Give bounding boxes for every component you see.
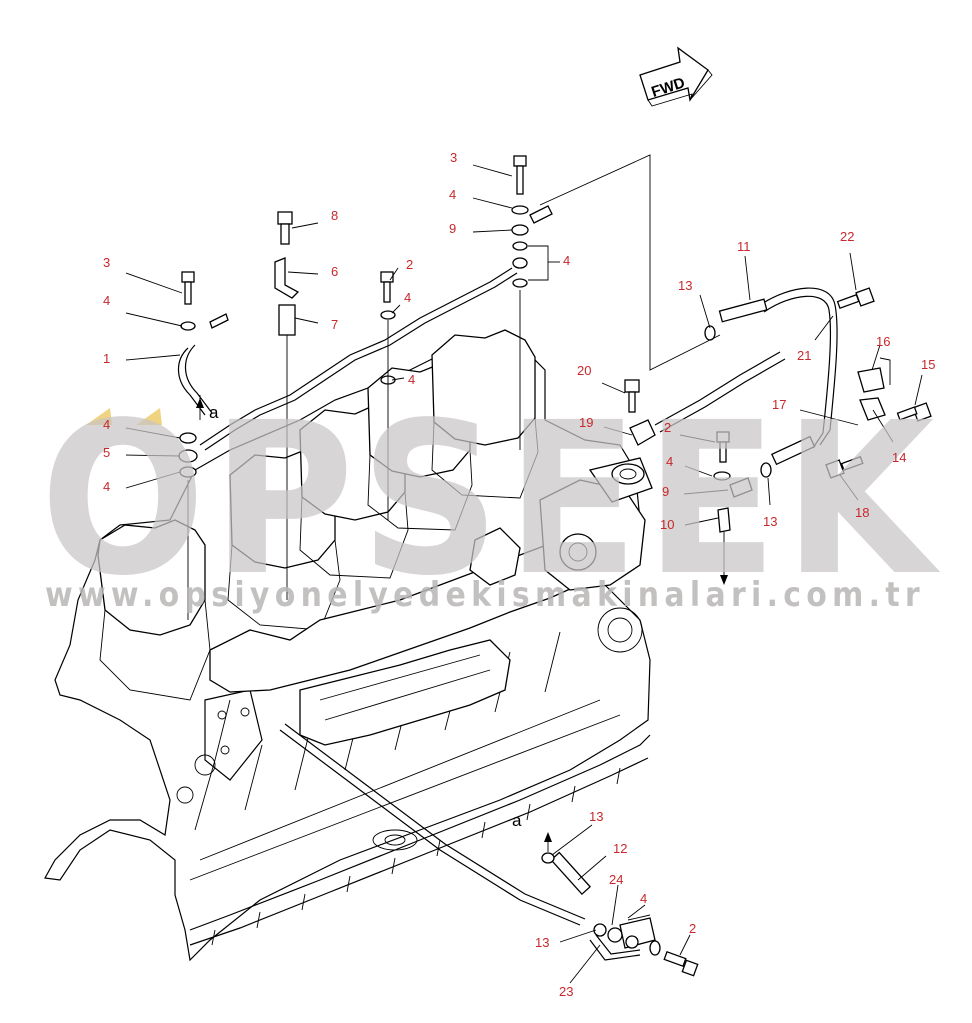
callout-22: 22 — [840, 229, 854, 244]
callout-13-upper: 13 — [678, 278, 692, 293]
callout-1: 1 — [103, 351, 110, 366]
callout-4-left-mid: 4 — [103, 417, 110, 432]
callout-7: 7 — [331, 317, 338, 332]
callout-10: 10 — [660, 517, 674, 532]
fwd-arrow: FWD — [639, 46, 713, 107]
callout-2-mid: 2 — [406, 257, 413, 272]
callout-15: 15 — [921, 357, 935, 372]
callout-8: 8 — [331, 208, 338, 223]
callout-4-mid-lower: 4 — [408, 372, 415, 387]
callout-17: 17 — [772, 397, 786, 412]
callout-3-left: 3 — [103, 255, 110, 270]
callout-4-left-upper: 4 — [103, 293, 110, 308]
group-brackets — [528, 154, 891, 921]
cylinder-heads — [97, 329, 539, 701]
callout-18: 18 — [855, 505, 869, 520]
watermark-brand: OPSEEK — [40, 377, 941, 622]
callout-9-right: 9 — [662, 484, 669, 499]
reference-letter-a-upper: a — [209, 403, 219, 422]
callout-20: 20 — [577, 363, 591, 378]
callout-2-right: 2 — [664, 420, 671, 435]
callout-4-right: 4 — [666, 454, 673, 469]
watermark-url: www.opsiyonelyedekismakinalari.com.tr — [45, 575, 925, 615]
callout-14: 14 — [892, 450, 906, 465]
callout-4-left-lower: 4 — [103, 479, 110, 494]
callout-24: 24 — [609, 872, 623, 887]
callout-13-lower-left: 13 — [535, 935, 549, 950]
callout-9-top: 9 — [449, 221, 456, 236]
reference-arrows — [196, 398, 728, 842]
callout-19: 19 — [579, 415, 593, 430]
tubes — [177, 267, 838, 961]
callout-3-top: 3 — [450, 150, 457, 165]
callout-12: 12 — [613, 841, 627, 856]
watermark: OPSEEK www.opsiyonelyedekismakinalari.co… — [40, 377, 941, 622]
callout-23: 23 — [559, 984, 573, 999]
callout-16: 16 — [876, 334, 890, 349]
callout-13-lower-top: 13 — [589, 809, 603, 824]
callout-11: 11 — [737, 239, 751, 254]
callout-21: 21 — [797, 348, 811, 363]
engine-block — [44, 339, 651, 962]
hardware — [178, 155, 932, 977]
callout-5: 5 — [103, 445, 110, 460]
reference-letter-a-lower: a — [512, 811, 522, 830]
callout-13-right: 13 — [763, 514, 777, 529]
callout-4-lower: 4 — [640, 891, 647, 906]
callout-4-mid-upper: 4 — [404, 290, 411, 305]
callout-6: 6 — [331, 264, 338, 279]
callout-labels: 3 4 9 4 8 6 7 2 4 4 3 4 1 4 5 4 11 22 13… — [103, 150, 935, 999]
callout-2-lower: 2 — [689, 921, 696, 936]
callout-4-top: 4 — [449, 187, 456, 202]
callout-4-bracket: 4 — [563, 253, 570, 268]
leader-lines — [125, 164, 923, 984]
manifold — [209, 457, 653, 746]
